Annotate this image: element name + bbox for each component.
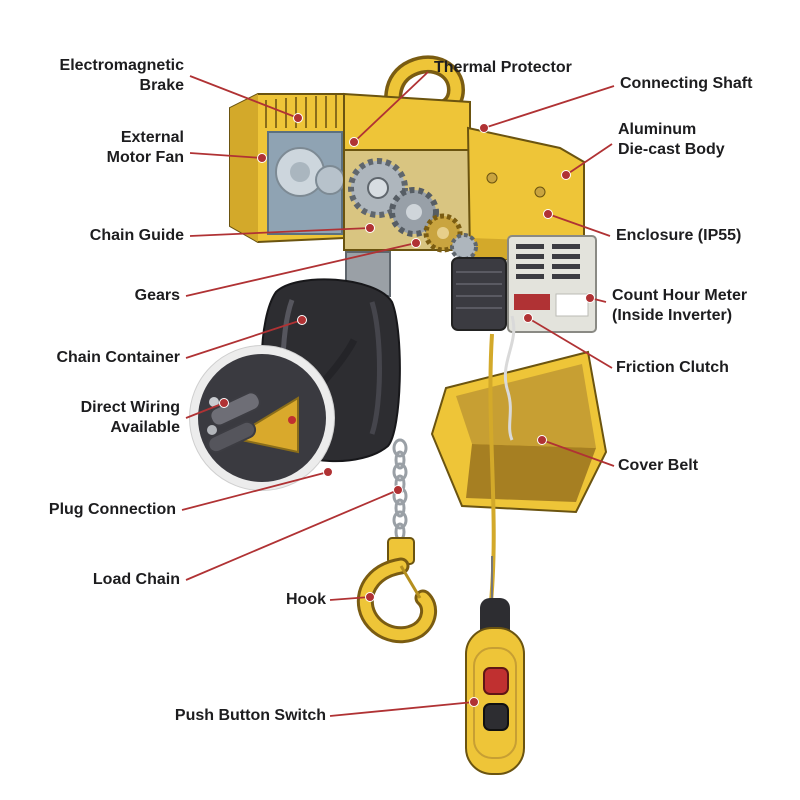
label-connecting-shaft: Connecting Shaft <box>620 75 753 92</box>
inverter-box <box>507 235 597 333</box>
label-count-hour-meter: Count Hour Meter (Inside Inverter) <box>612 287 748 324</box>
label-friction-clutch: Friction Clutch <box>616 359 729 376</box>
label-gears: Gears <box>134 287 180 304</box>
label-aluminum-die-cast-body: Aluminum Die-cast Body <box>618 121 725 158</box>
leader-aluminum-die-cast-body <box>561 143 613 180</box>
leader-enclosure-ip55 <box>543 209 611 237</box>
label-direct-wiring: Direct Wiring Available <box>80 399 180 436</box>
label-chain-container: Chain Container <box>56 349 180 366</box>
leader-chain-guide <box>189 223 375 237</box>
leader-thermal-protector <box>349 71 429 147</box>
pendant-control <box>465 333 525 775</box>
label-chain-guide: Chain Guide <box>89 227 184 244</box>
leader-external-motor-fan <box>189 152 267 163</box>
label-thermal-protector: Thermal Protector <box>434 59 572 76</box>
leader-count-hour-meter <box>585 293 607 303</box>
label-hook: Hook <box>286 591 326 608</box>
leader-hook <box>329 592 375 602</box>
leader-friction-clutch <box>523 313 613 369</box>
bottom-hook <box>356 537 438 644</box>
leader-chain-container <box>185 315 307 359</box>
label-plug-connection: Plug Connection <box>48 501 176 518</box>
leader-connecting-shaft <box>479 85 615 133</box>
label-load-chain: Load Chain <box>92 571 180 588</box>
pendant-up-button <box>483 667 509 695</box>
leader-electromagnetic-brake <box>189 75 303 123</box>
leader-lines <box>181 71 615 717</box>
leader-direct-wiring <box>185 398 229 419</box>
leader-plug-connection <box>181 467 333 511</box>
wiring-inset <box>189 338 358 491</box>
label-push-button-switch: Push Button Switch <box>174 707 326 724</box>
leader-cover-belt <box>537 435 615 467</box>
label-external-motor-fan: External Motor Fan <box>106 129 184 166</box>
label-electromagnetic-brake: Electromagnetic Brake <box>59 57 184 94</box>
motor-fins <box>265 95 337 128</box>
label-cover-belt: Cover Belt <box>618 457 699 474</box>
pendant-down-button <box>483 703 509 731</box>
leader-push-button-switch <box>329 697 479 717</box>
chain-bucket <box>430 315 608 514</box>
leader-load-chain <box>185 485 403 581</box>
gear-train <box>348 158 478 261</box>
label-enclosure-ip55: Enclosure (IP55) <box>616 227 742 244</box>
clutch-housing <box>451 257 507 331</box>
leader-gears <box>185 238 421 297</box>
